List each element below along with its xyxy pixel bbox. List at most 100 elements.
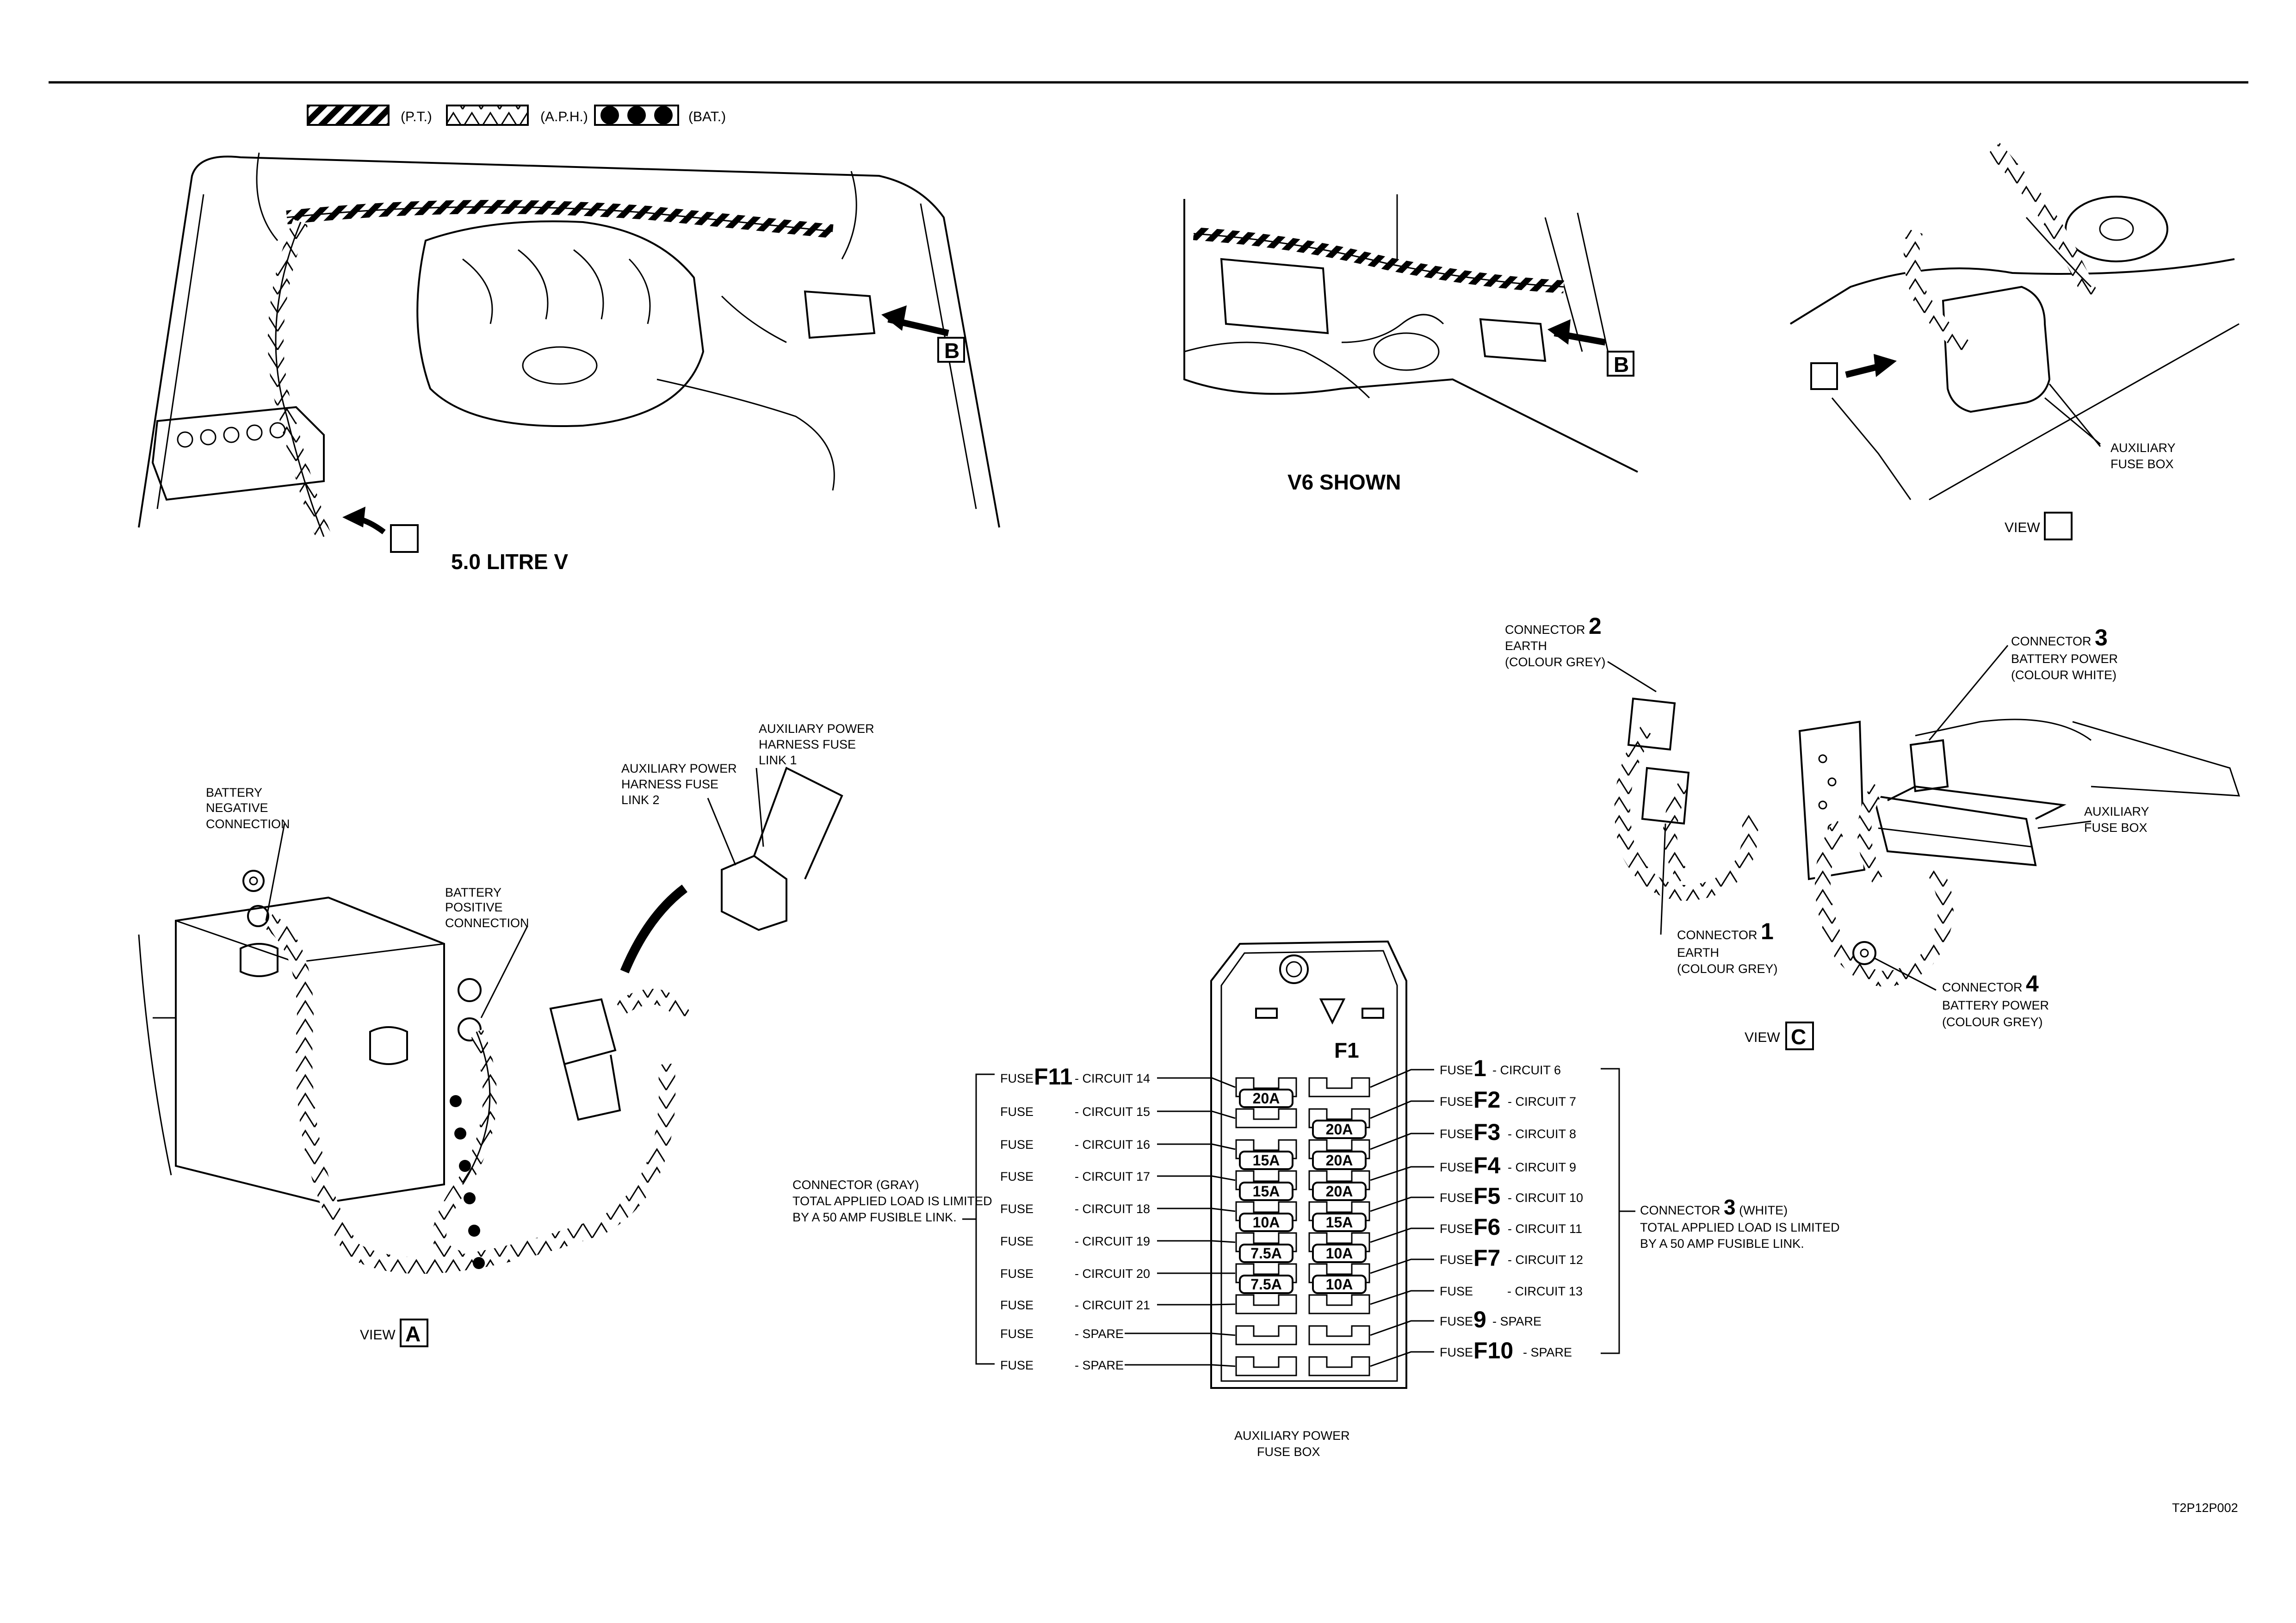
view-b-letter-v6: B	[1614, 353, 1629, 377]
left-fuse-word: FUSE	[1000, 1138, 1034, 1152]
view-a-label: VIEW	[360, 1327, 396, 1343]
label-aux-fuse-box-c-2: FUSE BOX	[2084, 821, 2147, 835]
label-battery-negative-2: NEGATIVE	[206, 801, 268, 815]
title-5-0-litre-v: 5.0 LITRE V	[451, 550, 568, 574]
label-aux-fuse-box-top-1: AUXILIARY	[2110, 441, 2176, 455]
right-fuse-leader	[1370, 1290, 1434, 1305]
legend-pt-swatch	[307, 105, 390, 126]
leader-aux-fuse-box-top	[2048, 384, 2101, 447]
left-fuse-word: FUSE	[1000, 1267, 1034, 1281]
fuse-value-plate: 20A	[1312, 1151, 1367, 1170]
leader-connector-3	[1928, 645, 2009, 741]
view-label-top-right: VIEW	[2005, 520, 2040, 535]
left-fuse-circuit: - CIRCUIT 20	[1075, 1267, 1150, 1281]
leader-fuse-link-2	[707, 798, 736, 866]
legend-bat-label: (BAT.)	[688, 109, 726, 124]
right-fuse-circuit: - CIRCUIT 8	[1508, 1127, 1576, 1141]
left-fuse-leader	[1157, 1077, 1236, 1088]
right-fuse-circuit: - CIRCUIT 12	[1508, 1253, 1583, 1267]
left-fuse-leader	[1157, 1240, 1236, 1243]
fuse-value-plate: 10A	[1239, 1213, 1293, 1232]
fuse-value: 20A	[1326, 1152, 1353, 1169]
right-connector-number: 3	[1724, 1195, 1736, 1219]
view-c-letter: C	[1791, 1025, 1806, 1049]
left-fuse-leader	[1157, 1303, 1236, 1306]
right-fuse-circuit: - SPARE	[1492, 1314, 1541, 1328]
right-fuse-leader	[1370, 1196, 1434, 1212]
left-fuse-circuit: - SPARE	[1075, 1327, 1124, 1341]
left-fuse-circuit: - CIRCUIT 19	[1075, 1234, 1150, 1248]
right-fuse-circuit: - CIRCUIT 11	[1508, 1222, 1582, 1236]
leader-battery-positive	[480, 926, 528, 1018]
leader-aux-fuse-box-c	[2037, 820, 2092, 829]
right-fuse-word: FUSE	[1440, 1222, 1473, 1236]
right-fuse-id: F10	[1473, 1338, 1513, 1363]
fuse-value-plate: 20A	[1312, 1182, 1367, 1201]
right-fuse-word: FUSE	[1440, 1284, 1473, 1298]
connector-4-word: CONNECTOR	[1942, 980, 2023, 994]
left-connector-line3: BY A 50 AMP FUSIBLE LINK.	[792, 1210, 957, 1224]
right-fuse-id: 1	[1473, 1055, 1486, 1081]
left-fuse-leader	[1157, 1175, 1236, 1181]
fuse-value-plate: 20A	[1239, 1089, 1293, 1108]
left-fuse-word: FUSE	[1000, 1234, 1034, 1248]
right-connector-suffix: (WHITE)	[1739, 1203, 1788, 1217]
aux-fuse-box-location-illustration	[1789, 142, 2240, 501]
legend-bat-swatch	[594, 105, 679, 126]
label-battery-negative-1: BATTERY	[206, 786, 262, 799]
fuse-value-plate: 15A	[1239, 1182, 1293, 1201]
right-fuse-leader	[1370, 1133, 1434, 1150]
view-c-marker-blank	[390, 524, 419, 553]
fuse-value-plate: 15A	[1239, 1151, 1293, 1170]
left-fuse-word: FUSE	[1000, 1327, 1034, 1341]
right-fuse-leader	[1370, 1166, 1434, 1181]
fuse-slot	[1235, 1294, 1297, 1314]
fuse-value: 10A	[1326, 1245, 1353, 1262]
right-fuse-id: F4	[1473, 1152, 1501, 1178]
label-connector-2: CONNECTOR 2	[1505, 613, 1602, 639]
left-connector-line1: CONNECTOR (GRAY)	[792, 1178, 919, 1192]
right-fuse-circuit: - CIRCUIT 7	[1508, 1095, 1576, 1109]
connector-2-word: CONNECTOR	[1505, 623, 1585, 637]
left-fuse-circuit: - CIRCUIT 15	[1075, 1105, 1150, 1119]
view-c-label: VIEW	[1745, 1030, 1780, 1045]
label-connector-1: CONNECTOR 1	[1677, 918, 1774, 944]
left-fuse-leader	[1157, 1208, 1236, 1212]
label-fuse-link-2-2: HARNESS FUSE	[621, 777, 718, 791]
legend-aph-swatch	[446, 105, 529, 126]
aux-power-fuse-box-outline	[1210, 940, 1407, 1389]
fuse-value-plate: 15A	[1312, 1213, 1367, 1232]
right-connector-line2: BY A 50 AMP FUSIBLE LINK.	[1640, 1237, 1804, 1251]
left-fuse-leader	[1157, 1110, 1236, 1119]
fuse-value: 15A	[1253, 1152, 1280, 1169]
fuse-slot	[1308, 1294, 1370, 1314]
connector-1-word: CONNECTOR	[1677, 928, 1758, 942]
view-b-marker-v8	[937, 337, 965, 363]
fuse-value-plate: 10A	[1312, 1244, 1367, 1263]
connector-2-number: 2	[1589, 613, 1602, 639]
fuse-value-plate: 20A	[1312, 1120, 1367, 1139]
connector-2-line1: EARTH	[1505, 639, 1547, 653]
view-b-letter-v8: B	[944, 339, 959, 363]
leader-connector-2	[1607, 661, 1657, 693]
right-fuse-word: FUSE	[1440, 1160, 1473, 1174]
connector-1-line1: EARTH	[1677, 946, 1719, 960]
right-fuse-word: FUSE	[1440, 1253, 1473, 1267]
fuse-value: 20A	[1253, 1090, 1280, 1107]
right-fuse-circuit: - CIRCUIT 10	[1508, 1191, 1583, 1205]
right-fuse-word: FUSE	[1440, 1127, 1473, 1141]
right-fuse-leader	[1370, 1351, 1434, 1367]
left-fuse-leader	[1157, 1143, 1236, 1150]
connector-3-line2: (COLOUR WHITE)	[2011, 668, 2117, 682]
drawing-code: T2P12P002	[2172, 1501, 2238, 1515]
legend: (P.T.) (A.P.H.) (BAT.)	[307, 105, 726, 126]
view-c-box	[1785, 1022, 1814, 1050]
left-fuse-word: FUSE	[1000, 1298, 1034, 1312]
engine-bay-v6-illustration	[1183, 194, 1638, 473]
left-fuse-circuit: - CIRCUIT 21	[1075, 1298, 1150, 1312]
right-fuse-word: FUSE	[1440, 1345, 1473, 1359]
legend-pt-label: (P.T.)	[401, 109, 432, 124]
title-v6-shown: V6 SHOWN	[1287, 470, 1401, 494]
connector-1-number: 1	[1761, 918, 1774, 944]
label-connector-3: CONNECTOR 3	[2011, 625, 2108, 650]
